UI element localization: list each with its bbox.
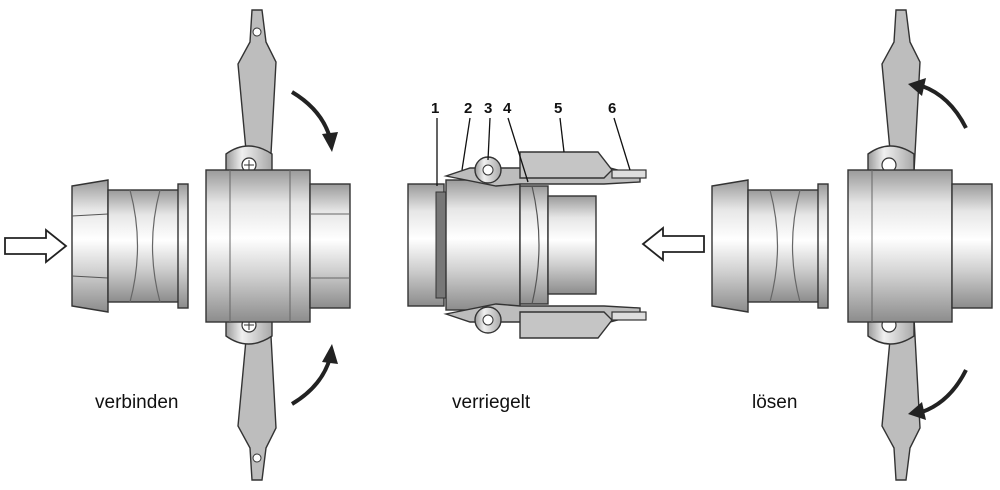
male-adapter-right [711, 179, 829, 313]
push-arrow-right-icon [4, 228, 68, 264]
release-assembly [711, 9, 993, 481]
part-number-3: 3 [484, 100, 493, 117]
cam-lever-upper-right [867, 9, 921, 179]
cam-lever-lower [225, 311, 277, 481]
part-leader-lines [436, 117, 631, 186]
part-number-6: 6 [608, 100, 617, 117]
cam-lever-lower-right [867, 311, 921, 481]
rotation-arrow-down-icon [290, 90, 338, 152]
female-coupler-right [847, 169, 993, 323]
caption-connect: verbinden [95, 392, 179, 413]
locked-assembly [407, 117, 705, 339]
rotation-arrow-up-right-icon [908, 78, 968, 129]
female-coupler [205, 169, 351, 323]
rotation-arrow-down-right-icon [908, 369, 968, 420]
caption-release: lösen [752, 392, 798, 413]
part-number-1: 1 [431, 100, 440, 117]
cam-lever-upper [225, 9, 277, 179]
rotation-arrow-up-icon [290, 344, 338, 406]
male-adapter [71, 179, 189, 313]
part-number-2: 2 [464, 100, 473, 117]
part-number-5: 5 [554, 100, 563, 117]
part-number-4: 4 [503, 100, 512, 117]
caption-locked: verriegelt [452, 392, 531, 413]
push-arrow-left-icon [641, 226, 705, 262]
connect-assembly [4, 9, 351, 481]
